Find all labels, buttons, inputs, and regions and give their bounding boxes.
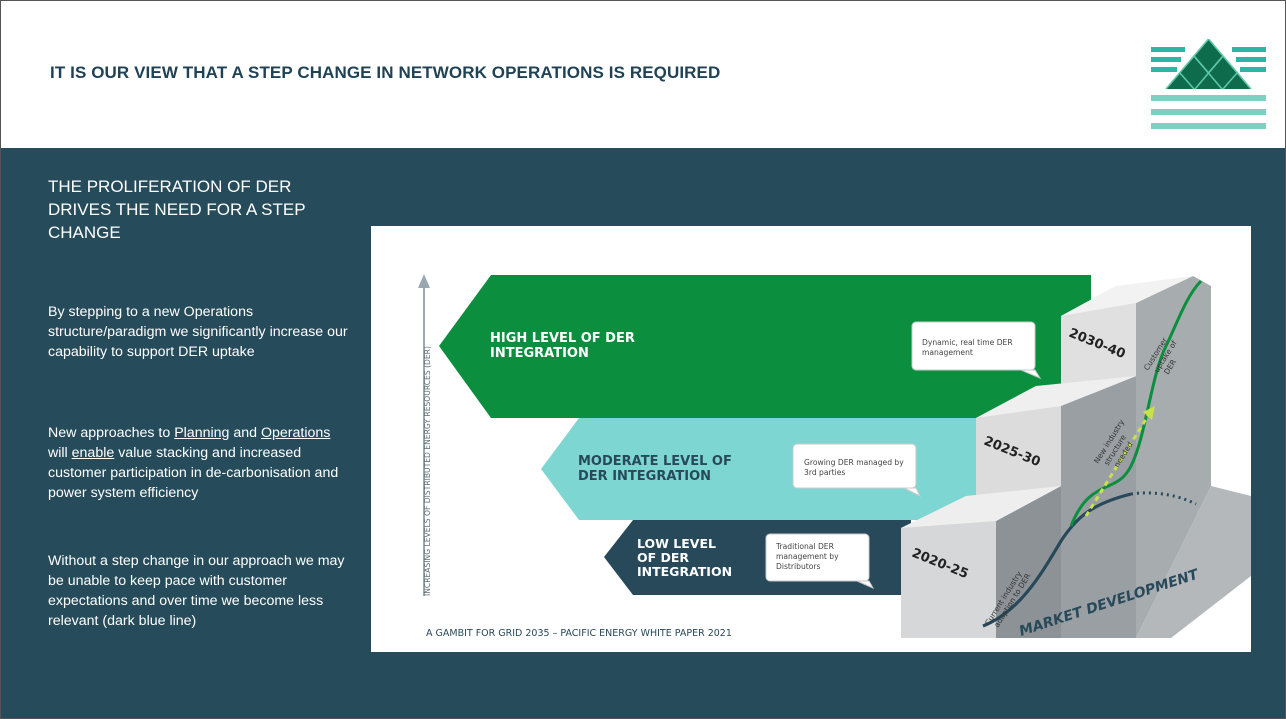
slide-title: IT IS OUR VIEW THAT A STEP CHANGE IN NET…: [50, 63, 721, 82]
low-level-label-2: OF DER: [637, 550, 689, 565]
step-3-front: [1061, 286, 1136, 406]
low-level-label-1: LOW LEVEL: [637, 536, 716, 551]
slide-header: IT IS OUR VIEW THAT A STEP CHANGE IN NET…: [1, 1, 1285, 148]
source-caption: A GAMBIT FOR GRID 2035 – PACIFIC ENERGY …: [426, 628, 732, 639]
callout-high-text-2: management: [922, 348, 973, 357]
callout-high: Dynamic, real time DER management: [911, 321, 1042, 380]
body-paragraph-3: Without a step change in our approach we…: [48, 553, 345, 629]
step-2-front: [976, 386, 1061, 521]
callout-low: Traditional DER management by Distributo…: [765, 533, 875, 590]
body-paragraph-1: By stepping to a new Operations structur…: [48, 304, 348, 360]
callout-low-text-1: Traditional DER: [775, 542, 835, 551]
callout-moderate: Growing DER managed by 3rd parties: [792, 443, 922, 498]
diagram-card: INCREASING LEVELS OF DISTRIBUTED ENERGY …: [371, 226, 1251, 652]
step-2-top: [976, 376, 1136, 418]
high-level-arrow: [439, 275, 1091, 418]
moderate-level-label-2: DER INTEGRATION: [578, 469, 711, 484]
ground-face: [1136, 486, 1251, 638]
step-change-diagram: INCREASING LEVELS OF DISTRIBUTED ENERGY …: [418, 274, 1251, 640]
y-axis-arrowhead: [418, 274, 430, 288]
moderate-level-label-1: MODERATE LEVEL OF: [578, 454, 732, 469]
callout-high-text-1: Dynamic, real time DER: [922, 338, 1013, 347]
step-3-side: [1136, 276, 1211, 638]
callout-moderate-text-2: 3rd parties: [804, 468, 845, 477]
para2-text: and: [229, 425, 261, 441]
step-3-top: [1061, 276, 1193, 316]
brand-logo-icon: [1151, 39, 1266, 129]
callout-low-text-3: Distributors: [776, 562, 821, 571]
step-1-top: [901, 486, 1061, 528]
operations-link[interactable]: Operations: [260, 425, 331, 441]
y-axis-label: INCREASING LEVELS OF DISTRIBUTED ENERGY …: [423, 346, 432, 596]
high-level-label-2: INTEGRATION: [490, 346, 589, 361]
step-1-side: [996, 486, 1061, 638]
para2-text: will: [48, 445, 72, 461]
planning-link[interactable]: Planning: [174, 425, 230, 441]
para2-text: value stacking and increased customer pa…: [48, 445, 339, 501]
high-level-label-1: HIGH LEVEL OF DER: [490, 331, 635, 346]
enable-link[interactable]: enable: [71, 445, 115, 461]
step-1-front: [901, 496, 996, 638]
para2-text: New approaches to: [48, 425, 175, 441]
section-title: THE PROLIFERATION OF DER DRIVES THE NEED…: [48, 177, 306, 242]
callout-low-text-2: management by: [776, 552, 839, 561]
current-industry-curve: [982, 492, 1132, 628]
new-structure-arrow: [1084, 415, 1150, 517]
body-paragraph-2: New approaches to Planning and Operation…: [48, 423, 348, 503]
callout-moderate-text-1: Growing DER managed by: [804, 458, 904, 467]
low-level-label-3: INTEGRATION: [637, 564, 732, 579]
current-industry-dotted: [1130, 491, 1197, 506]
new-structure-arrowhead: [1143, 406, 1155, 420]
